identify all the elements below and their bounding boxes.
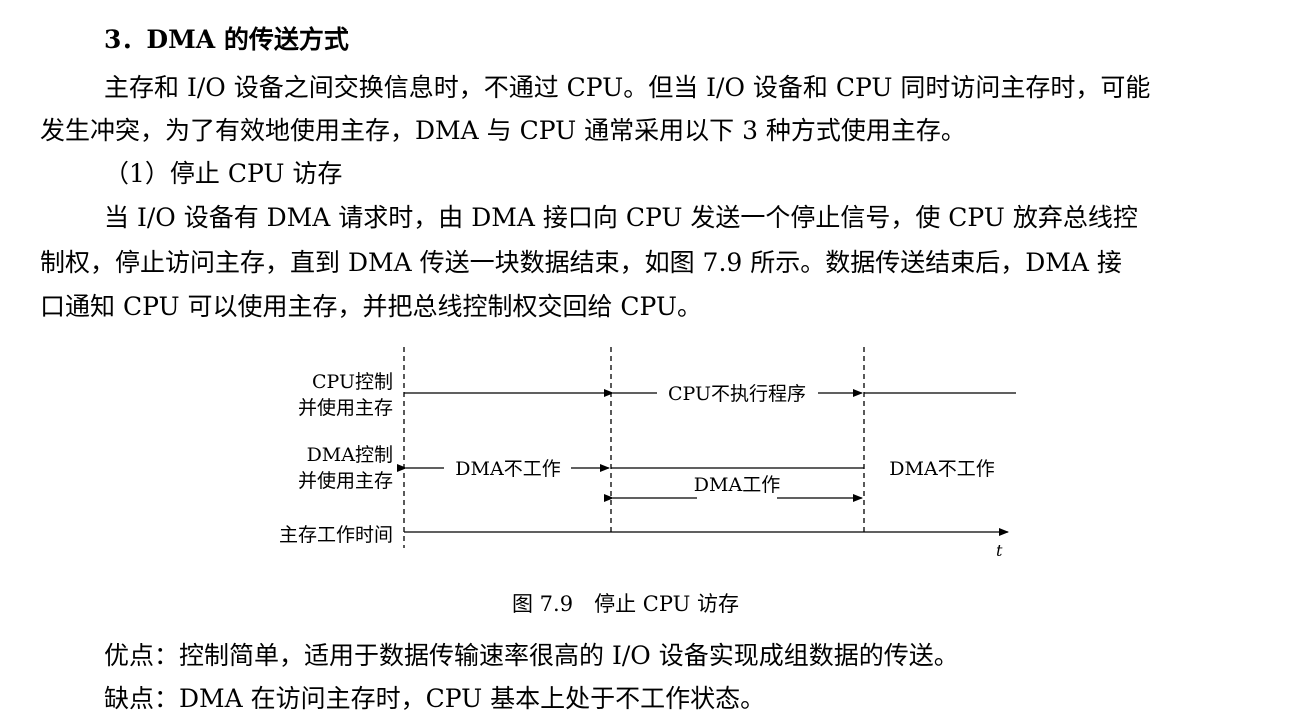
time-axis-t: t	[996, 541, 1003, 560]
dma-idle-left-label: DMA不工作	[455, 458, 560, 480]
row-label-dma-2: 并使用主存	[298, 470, 393, 492]
dma-work-label: DMA工作	[694, 474, 780, 496]
cons-line: 缺点：DMA 在访问主存时，CPU 基本上处于不工作状态。	[104, 684, 766, 713]
row-label-cpu-1: CPU控制	[312, 371, 393, 393]
section-line-3: 口通知 CPU 可以使用主存，并把总线控制权交回给 CPU。	[40, 292, 703, 321]
pros-line: 优点：控制简单，适用于数据传输速率很高的 I/O 设备实现成组数据的传送。	[104, 641, 959, 670]
subsection-title: （1）停止 CPU 访存	[104, 159, 343, 188]
section-line-2: 制权，停止访问主存，直到 DMA 传送一块数据结束，如图 7.9 所示。数据传送…	[40, 248, 1122, 277]
dma-idle-right-label: DMA不工作	[889, 458, 994, 480]
intro-line-1: 主存和 I/O 设备之间交换信息时，不通过 CPU。但当 I/O 设备和 CPU…	[104, 73, 1151, 102]
row-label-dma-1: DMA控制	[307, 444, 393, 466]
row-label-memory: 主存工作时间	[279, 524, 393, 546]
section-heading: 3．DMA 的传送方式	[104, 25, 349, 54]
section-line-1: 当 I/O 设备有 DMA 请求时，由 DMA 接口向 CPU 发送一个停止信号…	[104, 203, 1138, 232]
figure-caption: 图 7.9 停止 CPU 访存	[512, 592, 739, 616]
intro-line-2: 发生冲突，为了有效地使用主存，DMA 与 CPU 通常采用以下 3 种方式使用主…	[40, 116, 966, 145]
row-label-cpu-2: 并使用主存	[298, 397, 393, 419]
cpu-not-exec-label: CPU不执行程序	[668, 383, 806, 405]
